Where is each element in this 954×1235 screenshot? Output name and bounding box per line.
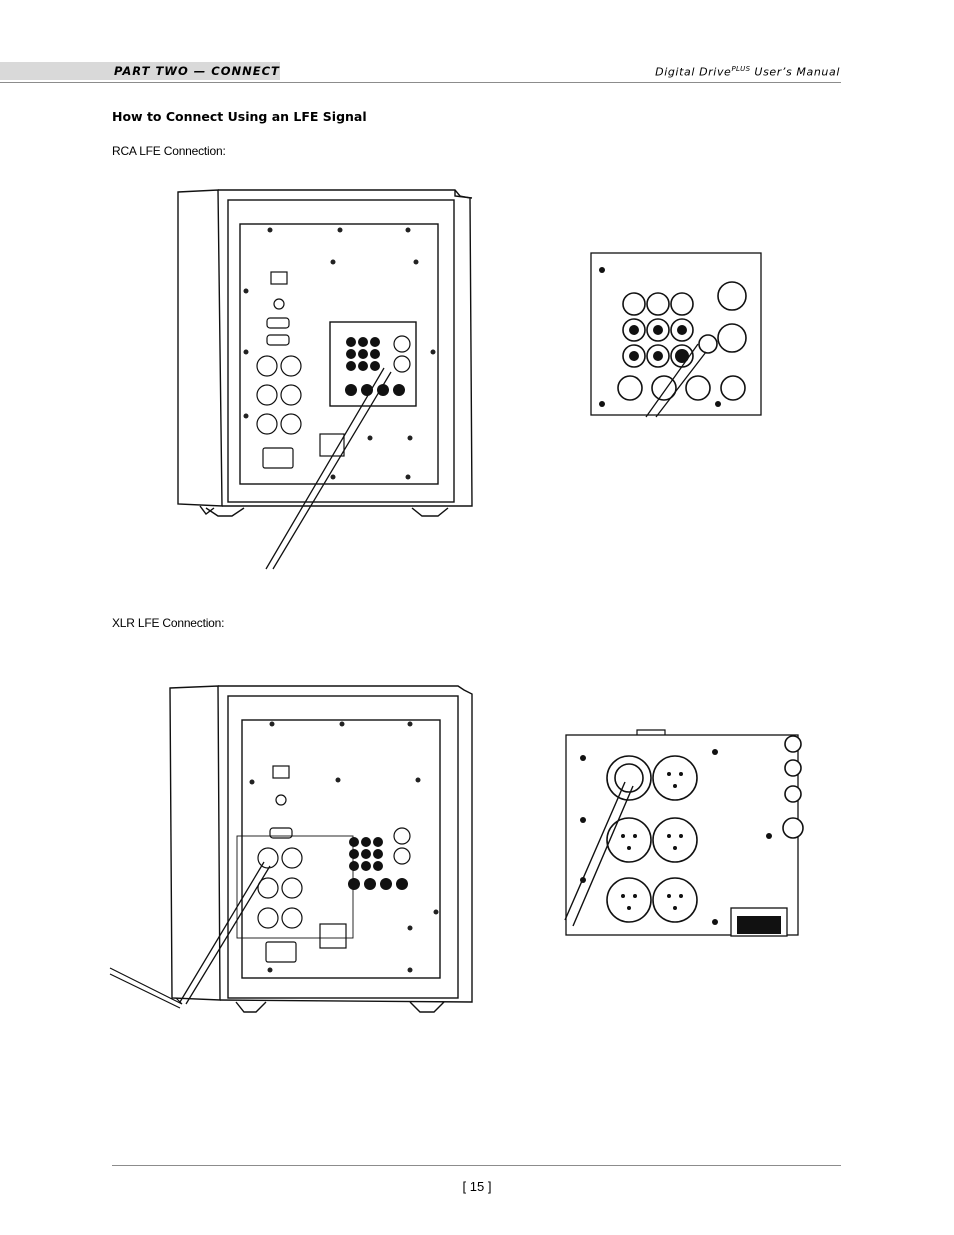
section-heading: How to Connect Using an LFE Signal [112, 109, 367, 124]
rca-connection-detail [590, 252, 762, 418]
xlr-subwoofer-rear-illustration [109, 685, 473, 1013]
manual-title: Digital DrivePLUS User’s Manual [655, 65, 840, 79]
xlr-connection-detail [564, 729, 804, 937]
rca-caption: RCA LFE Connection: [112, 144, 226, 158]
section-title: PART TWO — CONNECT [114, 64, 280, 78]
header-bar [0, 62, 280, 80]
header-rule [0, 82, 841, 83]
footer-rule [112, 1165, 841, 1166]
rca-subwoofer-rear-illustration [177, 189, 473, 570]
xlr-caption: XLR LFE Connection: [112, 616, 225, 630]
page-number: [ 15 ] [462, 1179, 492, 1194]
